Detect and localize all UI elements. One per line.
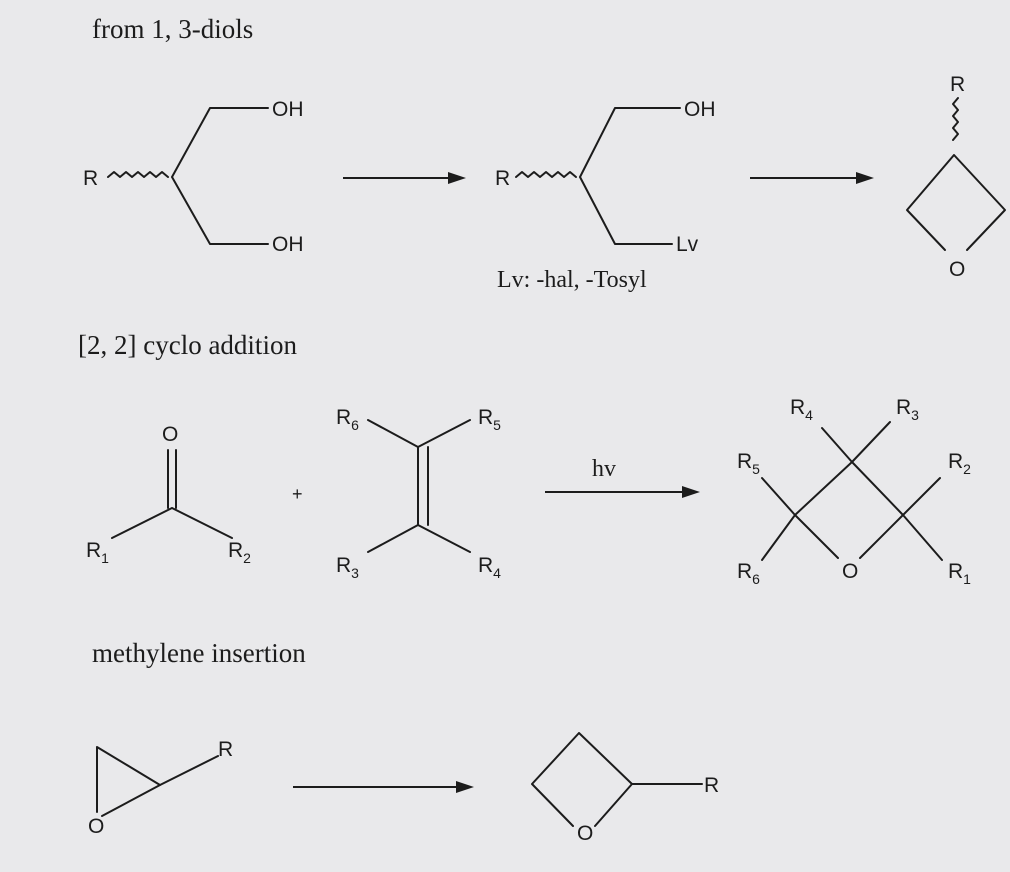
hv-label: hv <box>592 456 616 482</box>
epoxide-ring <box>96 746 161 817</box>
wavy-bond <box>107 171 169 178</box>
intermediate-skeleton <box>579 107 681 245</box>
o-label: O <box>577 822 593 845</box>
r3-label: R3 <box>336 554 359 581</box>
reaction-arrow-3 <box>293 781 474 793</box>
diol-molecule: R OH OH <box>83 98 304 256</box>
r1-label: R1 <box>86 539 109 566</box>
oxetane-ring <box>906 154 1006 251</box>
section-title-diols: from 1, 3-diols <box>92 14 254 44</box>
r4-label: R4 <box>790 396 813 423</box>
diol-skeleton <box>171 107 269 245</box>
lv-label: Lv <box>676 233 699 256</box>
r1-label: R1 <box>948 560 971 587</box>
r4-label: R4 <box>478 554 501 581</box>
r5-label: R5 <box>478 406 501 433</box>
carbonyl-molecule: O R1 R2 <box>86 423 251 566</box>
r-label: R <box>83 167 98 190</box>
r2-label: R2 <box>948 450 971 477</box>
oh-label: OH <box>684 98 716 121</box>
oxetane-product-1: R O <box>906 73 1006 281</box>
r-label: R <box>218 738 233 761</box>
r5-label: R5 <box>737 450 760 477</box>
r6-label: R6 <box>336 406 359 433</box>
oxetane-product-3: R O <box>531 732 719 845</box>
alkene-molecule: R6 R5 R3 R4 <box>336 406 501 581</box>
section-title-cyclo-addition: [2, 2] cyclo addition <box>78 330 297 360</box>
o-label: O <box>949 258 965 281</box>
reaction-arrow-1 <box>343 172 466 184</box>
r-label: R <box>495 167 510 190</box>
leaving-group-intermediate: R OH Lv Lv: -hal, -Tosyl <box>495 98 716 293</box>
ring-bonds <box>794 461 904 559</box>
wavy-bond <box>515 171 577 178</box>
epoxide-molecule: R O <box>88 738 233 838</box>
r3-label: R3 <box>896 396 919 423</box>
o-label: O <box>162 423 178 446</box>
oh-label-bottom: OH <box>272 233 304 256</box>
reaction-arrow-2 <box>750 172 874 184</box>
oh-label-top: OH <box>272 98 304 121</box>
oxetane-product-2: R4 R3 R5 R2 R6 R1 O <box>737 396 971 587</box>
substituent-bonds <box>761 421 943 561</box>
r-label: R <box>704 774 719 797</box>
oxetane-ring <box>531 732 633 827</box>
section-title-methylene-insertion: methylene insertion <box>92 638 306 668</box>
lv-note: Lv: -hal, -Tosyl <box>497 267 647 293</box>
photochemical-arrow: hv <box>545 456 700 498</box>
plus-sign: + <box>292 484 303 504</box>
o-label: O <box>842 560 858 583</box>
r-label: R <box>950 73 965 96</box>
wavy-bond <box>952 97 959 141</box>
r6-label: R6 <box>737 560 760 587</box>
o-label: O <box>88 815 104 838</box>
r2-label: R2 <box>228 539 251 566</box>
